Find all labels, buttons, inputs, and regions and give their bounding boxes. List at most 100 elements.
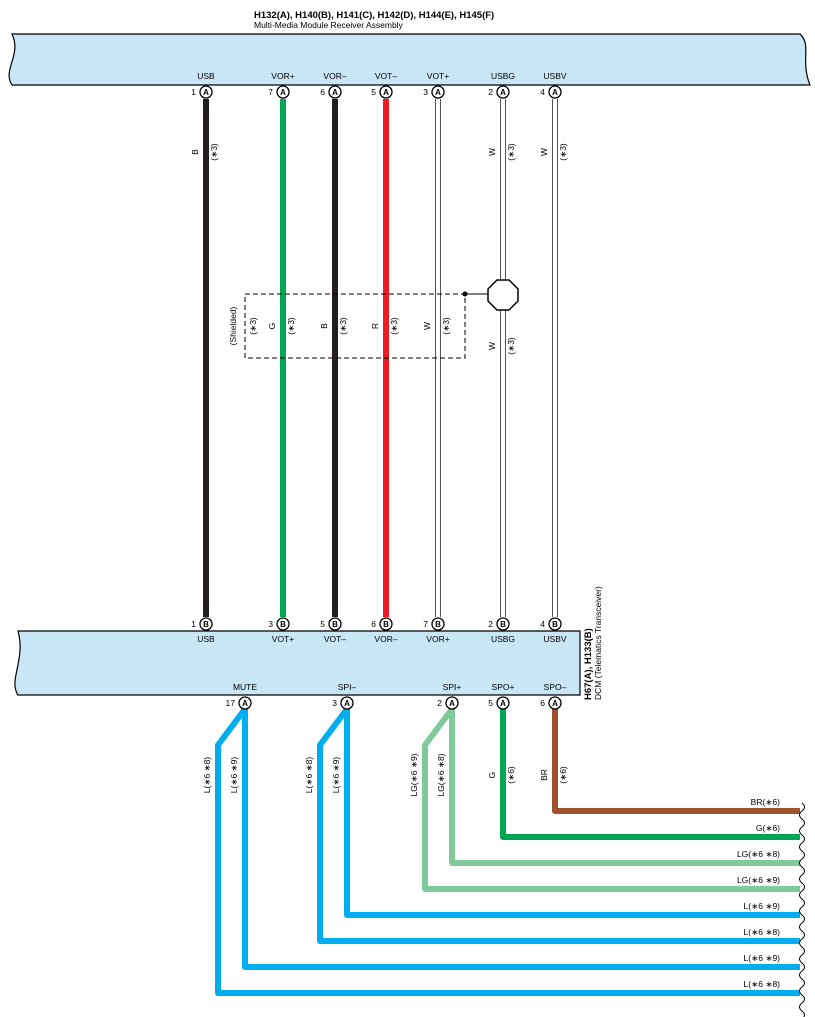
wire-label: L(∗6 ∗9)	[331, 757, 341, 794]
receiver-pin-vor-minus: 6 A	[320, 85, 342, 99]
lower-wire-labels: L(∗6 ∗8) L(∗6 ∗9) L(∗6 ∗8) L(∗6 ∗9) LG(∗…	[202, 753, 568, 796]
pin-label: USB	[197, 634, 215, 644]
wire-note-label: (∗3)	[506, 337, 516, 355]
pin-number: 2	[437, 698, 442, 708]
wire-note-label: (∗3)	[506, 143, 516, 161]
pin-number: 4	[540, 87, 545, 97]
wire-mute-l-9	[242, 709, 800, 970]
receiver-assembly-box	[8, 33, 811, 86]
dcm-pin-vor-plus: 7 B VOR+	[423, 617, 450, 644]
wire-label: L(∗6 ∗8)	[202, 757, 212, 794]
wire-note-label: (∗6)	[558, 766, 568, 784]
pin-label: SPI–	[338, 682, 357, 692]
output-label: L(∗6 ∗9)	[744, 901, 781, 911]
receiver-component-name: Multi-Media Module Receiver Assembly	[254, 20, 404, 30]
dcm-pin-usbg: 2 B USBG	[488, 617, 515, 644]
pin-number: 6	[320, 87, 325, 97]
output-label: L(∗6 ∗9)	[744, 953, 781, 963]
pin-letter: A	[344, 699, 350, 708]
shield-group: (Shielded) (∗3) G (∗3) B (∗3) R (∗3) W (…	[228, 279, 519, 359]
pin-label: VOR+	[426, 634, 449, 644]
pin-label: VOT–	[324, 634, 346, 644]
pin-letter: A	[242, 699, 248, 708]
shielded-label: (Shielded)	[228, 306, 238, 345]
receiver-connector-ids: H132(A), H140(B), H141(C), H142(D), H144…	[254, 10, 494, 21]
pin-label: SPO+	[492, 682, 515, 692]
wire-label: L(∗6 ∗9)	[229, 757, 239, 794]
dcm-pin-spi-minus: SPI– 3 A	[332, 682, 357, 710]
pin-label-vot-minus: VOT–	[375, 71, 397, 81]
output-label: LG(∗6 ∗9)	[737, 875, 780, 885]
ground-octagon-icon	[487, 279, 519, 311]
pin-letter: B	[332, 620, 338, 629]
dcm-pin-mute: MUTE 17 A	[226, 682, 257, 710]
pin-letter: A	[280, 88, 286, 97]
pin-label: SPO–	[544, 682, 567, 692]
pin-label-usbg: USBG	[491, 71, 515, 81]
dcm-bottom-pins: MUTE 17 A SPI– 3 A SPI+ 2 A SPO+ 5 A SPO…	[226, 682, 567, 710]
pin-letter: B	[203, 620, 209, 629]
wire-spo-plus-green	[500, 709, 800, 840]
pin-label-vot-plus: VOT+	[427, 71, 449, 81]
wire-label: LG(∗6 ∗8)	[436, 753, 446, 796]
pin-label: USBG	[491, 634, 515, 644]
pin-number: 3	[268, 619, 273, 629]
lower-wires	[215, 707, 800, 996]
receiver-pin-usbv: 4 A	[540, 85, 562, 99]
wire-label: L(∗6 ∗8)	[304, 757, 314, 794]
wire-color-label: R	[370, 323, 380, 329]
wire-color-label: B	[190, 149, 200, 155]
pin-letter: A	[552, 88, 558, 97]
wire-color-label: W	[422, 322, 432, 330]
wire-color-label: W	[539, 148, 549, 156]
wire-note-label: (∗3)	[209, 143, 219, 161]
pin-label-vor-plus: VOR+	[271, 71, 294, 81]
dcm-pin-spo-plus: SPO+ 5 A	[488, 682, 515, 710]
pin-number: 3	[332, 698, 337, 708]
shield-box	[244, 293, 466, 359]
wire-spi-plus-lg-8	[449, 709, 800, 866]
wire-note-label: (∗3)	[389, 317, 399, 335]
output-label: BR(∗6)	[751, 797, 780, 807]
wire-note-label: (∗3)	[286, 317, 296, 335]
receiver-pin-usbg: 2 A	[488, 85, 510, 99]
pin-label: USBV	[543, 634, 566, 644]
receiver-pin-vot-minus: 5 A	[371, 85, 393, 99]
wire-color-label: BR	[539, 769, 549, 781]
pin-number: 5	[488, 698, 493, 708]
pin-number: 6	[371, 619, 376, 629]
pin-label-usbv: USBV	[543, 71, 566, 81]
output-label: LG(∗6 ∗8)	[737, 849, 780, 859]
wire-break-marks	[799, 802, 805, 1017]
wire-color-label: G	[487, 772, 497, 779]
wire-note-label: (∗6)	[506, 766, 516, 784]
pin-letter: A	[383, 88, 389, 97]
shield-note-label: (∗3)	[248, 317, 258, 335]
pin-letter: B	[500, 620, 506, 629]
wire-spo-minus-brown	[552, 709, 800, 814]
shield-junction-dot	[462, 291, 468, 297]
pin-number: 5	[320, 619, 325, 629]
dcm-pin-spi-plus: SPI+ 2 A	[437, 682, 462, 710]
dcm-top-pins: 1 B USB 3 B VOT+ 5 B VOT– 6 B VOR– 7 B V…	[191, 617, 567, 644]
pin-letter: B	[435, 620, 441, 629]
wire-spi-minus-l-8	[317, 707, 800, 944]
output-label: L(∗6 ∗8)	[744, 979, 781, 989]
wire-color-label: G	[267, 323, 277, 330]
pin-label: SPI+	[443, 682, 462, 692]
wire-mute-l-8	[215, 707, 800, 996]
pin-letter: A	[435, 88, 441, 97]
wire-note-label: (∗3)	[338, 317, 348, 335]
pin-letter: A	[500, 699, 506, 708]
dcm-pin-usbv: 4 B USBV	[540, 617, 567, 644]
wire-note-label: (∗3)	[558, 143, 568, 161]
wire-spi-minus-l-9	[344, 709, 800, 918]
pin-label-vor-minus: VOR–	[323, 71, 346, 81]
dcm-pin-vot-plus: 3 B VOT+	[268, 617, 294, 644]
receiver-pin-usb: 1 A	[191, 85, 213, 99]
pin-label: VOT+	[272, 634, 294, 644]
dcm-component-name: DCM (Telematics Transceiver)	[593, 586, 603, 700]
pin-letter: A	[552, 699, 558, 708]
wire-color-label: W	[487, 148, 497, 156]
